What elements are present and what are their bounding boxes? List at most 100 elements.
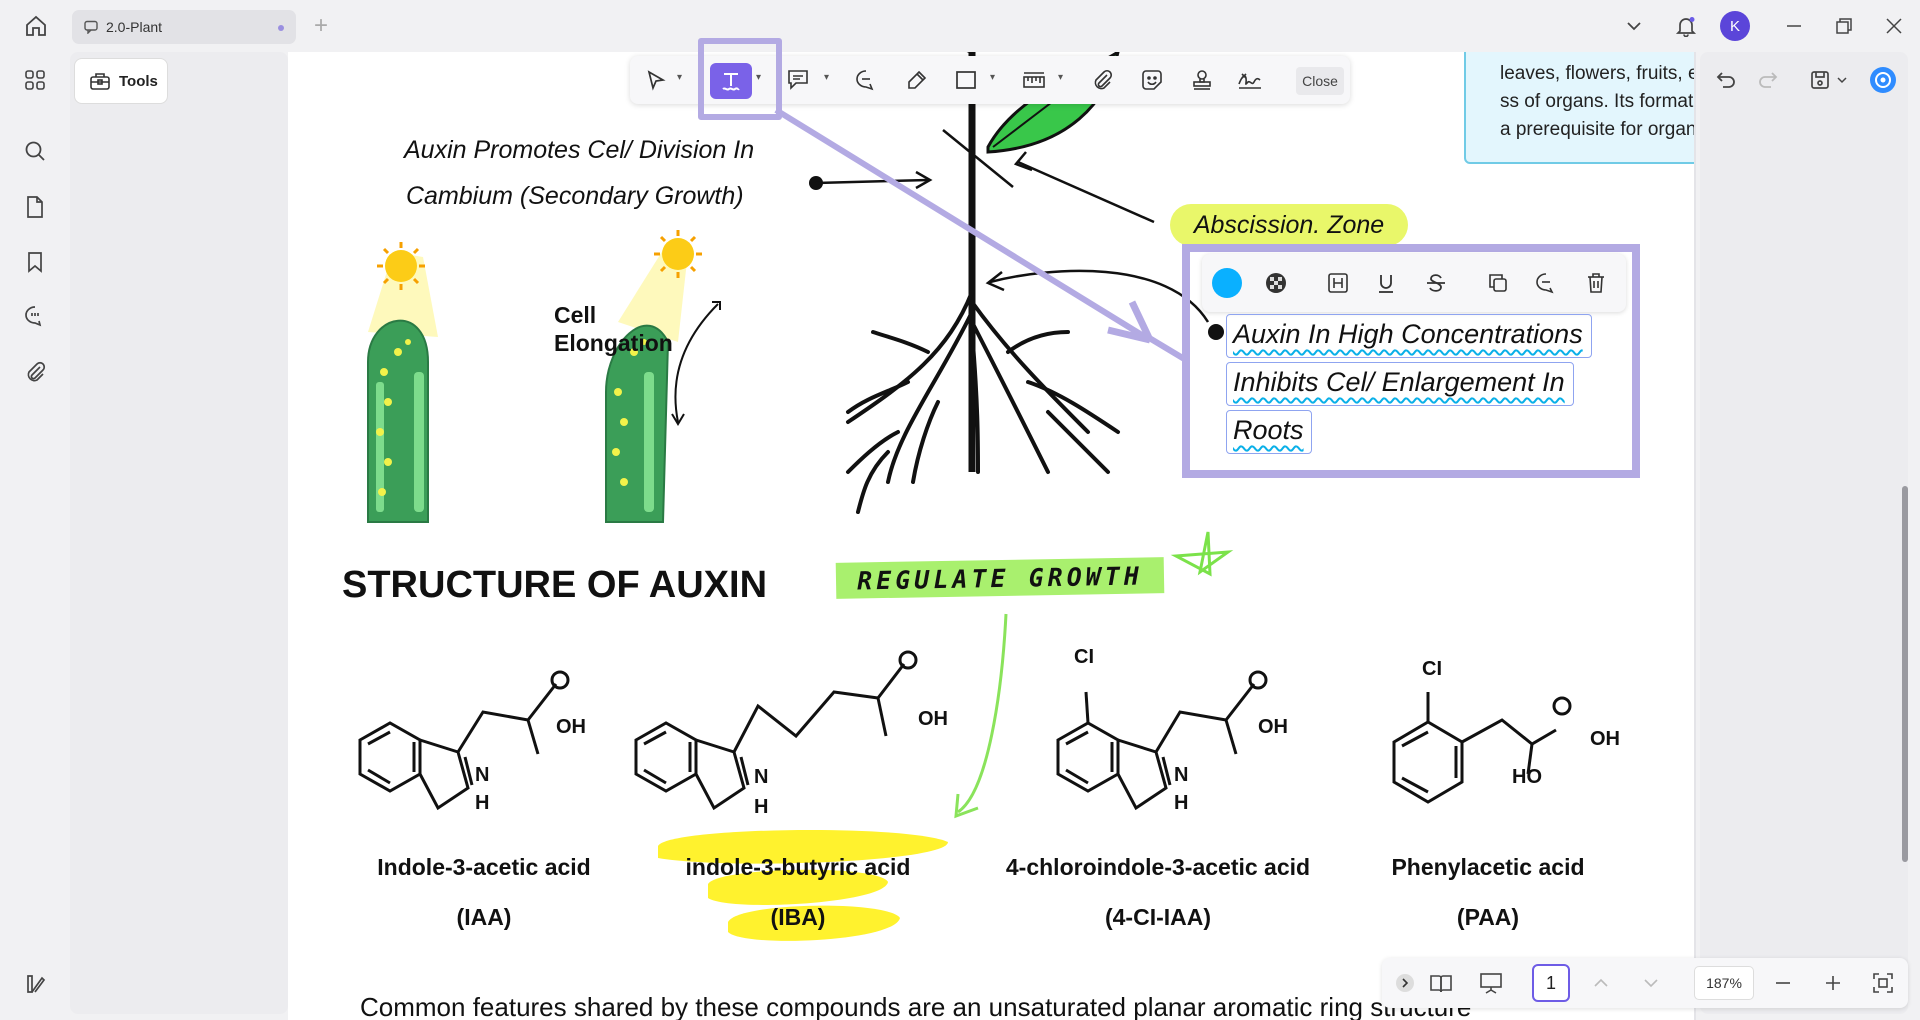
add-comment-icon[interactable]: [1532, 269, 1560, 297]
comment-bubble-icon[interactable]: [852, 66, 880, 94]
underline-icon[interactable]: [1372, 269, 1400, 297]
compound-abbr-iba: (IBA): [770, 904, 826, 930]
signature-icon[interactable]: [1236, 66, 1264, 94]
previous-page-chevron-up-icon[interactable]: [1588, 970, 1614, 996]
page-number-input[interactable]: 1: [1532, 964, 1570, 1002]
measure-dropdown-chevron-icon[interactable]: ▾: [1058, 72, 1064, 83]
note-line-2: ss of organs. Its formation is: [1500, 91, 1694, 112]
abscission-zone-label: Abscission. Zone: [1170, 204, 1408, 246]
expand-panel-chevron-icon[interactable]: [1392, 970, 1418, 996]
highlighter-pen-icon[interactable]: [903, 66, 931, 94]
select-cursor-icon[interactable]: [642, 66, 670, 94]
auxin-cambium-line-1: Auxin Promotes Cel/ Division In: [404, 136, 755, 164]
note-line-1: leaves, flowers, fruits, etc.) during th…: [1500, 63, 1694, 84]
paa-oh-label: OH: [1590, 728, 1620, 750]
auxin-cambium-line-2: Cambium (Secondary Growth): [406, 182, 744, 210]
edited-text-line-3[interactable]: Roots: [1226, 410, 1312, 454]
compound-name-4-cl-iaa: 4-chloroindole-3-acetic acid: [1005, 854, 1311, 880]
callout-note-icon[interactable]: [784, 66, 812, 94]
bottom-paragraph-line: Common features shared by these compound…: [360, 992, 1472, 1020]
cell-elongation-line-2: Elongation: [554, 330, 673, 356]
attachment-icon[interactable]: [21, 358, 49, 386]
save-dropdown-chevron-icon[interactable]: [1834, 66, 1850, 94]
section-title: STRUCTURE OF AUXIN: [342, 564, 768, 606]
sticker-icon[interactable]: [1138, 66, 1166, 94]
text-color-swatch[interactable]: [1212, 268, 1242, 298]
page-icon[interactable]: [21, 193, 49, 221]
iba-h-label: H: [754, 796, 769, 818]
left-rail: [0, 52, 70, 1020]
notification-bell-icon[interactable]: [1672, 12, 1700, 40]
compound-abbr-4-cl-iaa: (4-CI-IAA): [1104, 904, 1212, 930]
new-tab-plus-icon[interactable]: +: [314, 12, 329, 39]
tab-title: 2.0-Plant: [106, 19, 163, 35]
paa-ho-label: HO: [1512, 766, 1542, 788]
copy-icon[interactable]: [1484, 269, 1512, 297]
home-icon[interactable]: [22, 12, 50, 40]
text-tool-highlight-frame: [698, 38, 782, 120]
compound-abbr-paa: (PAA): [1456, 904, 1520, 930]
presentation-icon[interactable]: [1478, 970, 1504, 996]
paa-cl-label: CI: [1422, 658, 1442, 680]
iba-oh-label: OH: [918, 708, 948, 730]
zoom-level[interactable]: 187%: [1694, 966, 1754, 1000]
clia-h-label: H: [1174, 792, 1189, 814]
tools-button[interactable]: Tools: [74, 58, 168, 104]
zoom-out-minus-icon[interactable]: [1770, 970, 1796, 996]
clia-oh-label: OH: [1258, 716, 1288, 738]
text-tool-icon[interactable]: [717, 67, 745, 95]
clia-cl-label: CI: [1074, 646, 1094, 668]
stamp-icon[interactable]: [1188, 66, 1216, 94]
tools-panel: [70, 52, 288, 1014]
iaa-oh-label: OH: [556, 716, 586, 738]
comment-icon: [84, 20, 98, 34]
close-toolbar-button[interactable]: Close: [1296, 67, 1344, 95]
redo-icon[interactable]: [1754, 66, 1782, 94]
note-box: leaves, flowers, fruits, etc.) during th…: [1464, 52, 1694, 164]
reading-mode-book-icon[interactable]: [1428, 970, 1454, 996]
comments-icon[interactable]: [21, 302, 49, 330]
edited-text-line-2[interactable]: Inhibits Cel/ Enlargement In: [1226, 362, 1574, 406]
status-bar: [1382, 958, 1908, 1008]
pdf-page: leaves, flowers, fruits, etc.) during th…: [288, 52, 1694, 1020]
cell-elongation-line-1: Cell: [554, 302, 597, 328]
thumbnails-grid-icon[interactable]: [21, 66, 49, 94]
shape-dropdown-chevron-icon[interactable]: ▾: [990, 72, 996, 83]
iba-n-label: N: [754, 766, 769, 788]
compound-abbr-iaa: (IAA): [456, 904, 512, 930]
next-page-chevron-down-icon[interactable]: [1638, 970, 1664, 996]
callout-dropdown-chevron-icon[interactable]: ▾: [824, 72, 830, 83]
iaa-n-label: N: [475, 764, 490, 786]
regulate-growth-sticker: REGULATE GROWTH: [835, 557, 1165, 599]
strikethrough-icon[interactable]: [1422, 269, 1450, 297]
attach-file-icon[interactable]: [1088, 66, 1116, 94]
ai-assistant-icon[interactable]: [1869, 66, 1897, 94]
compound-name-paa: Phenylacetic acid: [1391, 854, 1585, 880]
measure-icon[interactable]: [1020, 66, 1048, 94]
restore-icon[interactable]: [1830, 12, 1858, 40]
zoom-in-plus-icon[interactable]: [1820, 970, 1846, 996]
user-avatar[interactable]: K: [1720, 11, 1750, 41]
delete-trash-icon[interactable]: [1582, 269, 1610, 297]
search-icon[interactable]: [21, 137, 49, 165]
bookmark-icon[interactable]: [21, 248, 49, 276]
document-tab[interactable]: 2.0-Plant: [72, 10, 296, 44]
highlight-text-icon[interactable]: [1324, 269, 1352, 297]
minimize-icon[interactable]: [1780, 12, 1808, 40]
note-line-3: a prerequisite for organ shedding.: [1500, 119, 1694, 140]
edited-text-line-1[interactable]: Auxin In High Concentrations: [1226, 314, 1592, 358]
iaa-h-label: H: [475, 792, 490, 814]
text-tool-dropdown-chevron-icon[interactable]: ▾: [756, 72, 762, 83]
fit-page-icon[interactable]: [1870, 970, 1896, 996]
undo-icon[interactable]: [1712, 66, 1740, 94]
save-icon[interactable]: [1806, 66, 1834, 94]
rectangle-shape-icon[interactable]: [952, 66, 980, 94]
opacity-checker-icon[interactable]: [1262, 269, 1290, 297]
select-dropdown-chevron-icon[interactable]: ▾: [677, 72, 683, 83]
vertical-scrollbar[interactable]: [1902, 486, 1908, 862]
toolbox-icon: [89, 71, 111, 91]
chevron-down-icon[interactable]: [1620, 12, 1648, 40]
close-window-icon[interactable]: [1880, 12, 1908, 40]
title-bar: 2.0-Plant + K: [0, 0, 1920, 52]
sidebar-toggle-icon[interactable]: [21, 970, 49, 998]
